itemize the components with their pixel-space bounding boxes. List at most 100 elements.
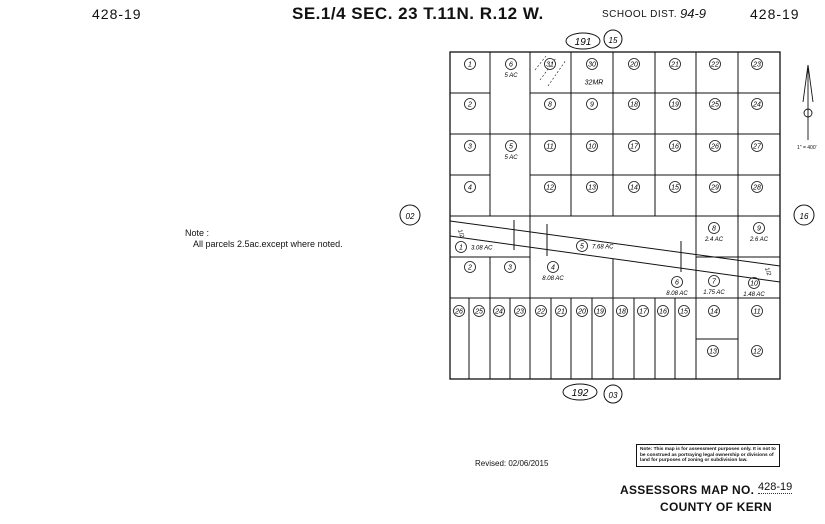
south-parcel-number[interactable]: 21 <box>556 309 565 316</box>
ref-right-circle <box>793 204 815 226</box>
north-parcel-number[interactable]: 21 <box>670 62 679 69</box>
book-ref-bottom-ellipse <box>562 383 598 401</box>
north-parcel-number[interactable]: 18 <box>630 102 638 109</box>
south-parcel-number[interactable]: 24 <box>494 309 503 316</box>
north-parcel-number[interactable]: 32MR <box>585 80 604 87</box>
south-parcel-number[interactable]: 3 <box>508 265 512 272</box>
north-parcel-number[interactable]: 29 <box>710 185 719 192</box>
south-parcel-number[interactable]: 20 <box>577 309 586 316</box>
north-parcel-number[interactable]: 4 <box>468 185 472 192</box>
south-parcel-number[interactable]: 14 <box>710 309 718 316</box>
south-parcel-number[interactable]: 23 <box>515 309 524 316</box>
south-parcel-number[interactable]: 17 <box>639 309 648 316</box>
north-parcel-circle <box>544 58 556 70</box>
south-parcel-number[interactable]: 11 <box>753 309 760 316</box>
south-parcel-number[interactable]: 12 <box>753 349 761 356</box>
school-district-number: 94-9 <box>680 6 707 21</box>
south-parcel-circle <box>753 222 765 234</box>
north-parcel-circle <box>464 58 476 70</box>
south-parcel-number[interactable]: 6 <box>675 280 679 287</box>
south-parcel-number[interactable]: 18 <box>618 309 626 316</box>
north-parcel-number[interactable]: 3 <box>468 144 472 151</box>
north-parcel-number[interactable]: 15 <box>671 185 679 192</box>
north-parcel-number[interactable]: 5 <box>509 144 513 151</box>
south-parcel-number[interactable]: 7 <box>712 279 717 286</box>
north-parcel-number[interactable]: 24 <box>752 102 761 109</box>
south-parcel-number[interactable]: 5 <box>580 244 584 251</box>
north-parcel-circle <box>669 98 681 110</box>
north-parcel-circle <box>464 181 476 193</box>
south-parcel-number[interactable]: 1 <box>459 245 463 252</box>
north-parcel-number[interactable]: 10 <box>588 144 596 151</box>
north-parcel-number[interactable]: 9 <box>590 102 594 109</box>
north-parcel-number[interactable]: 30 <box>588 62 596 69</box>
south-parcel-number[interactable]: 13 <box>709 349 717 356</box>
north-parcel-number[interactable]: 11 <box>546 144 553 151</box>
north-parcel-number[interactable]: 28 <box>752 185 761 192</box>
page-ref-bottom: 03 <box>609 391 618 400</box>
note-text: All parcels 2.5ac.except where noted. <box>193 239 343 249</box>
north-parcel-circle <box>628 181 640 193</box>
north-parcel-number[interactable]: 17 <box>630 144 639 151</box>
south-parcel-acreage: 7.68 AC <box>592 245 614 251</box>
north-parcel-number[interactable]: 6 <box>509 62 513 69</box>
south-parcel-acreage: 8.08 AC <box>542 276 564 282</box>
north-parcel-number[interactable]: 13 <box>588 185 596 192</box>
north-parcel-number[interactable]: 31 <box>546 62 554 69</box>
north-parcel-number[interactable]: 20 <box>629 62 638 69</box>
south-parcel-circle <box>535 305 547 317</box>
north-parcel-number[interactable]: 26 <box>710 144 719 151</box>
south-parcel-acreage: 2.4 AC <box>704 237 724 243</box>
north-parcel-number[interactable]: 8 <box>548 102 552 109</box>
north-parcel-number[interactable]: 27 <box>752 144 762 151</box>
south-parcel-circle <box>547 261 559 273</box>
north-parcel-acreage: 5 AC <box>504 155 518 161</box>
book-ref-top: 191 <box>575 37 592 48</box>
book-ref-top-ellipse <box>565 32 601 50</box>
south-parcel-number[interactable]: 22 <box>536 309 545 316</box>
page-ref-bottom-circle <box>603 384 623 404</box>
page-ref-top-circle <box>603 29 623 49</box>
north-parcel-number[interactable]: 1 <box>468 62 472 69</box>
ref-left: 02 <box>406 212 415 221</box>
north-parcel-number[interactable]: 14 <box>630 185 638 192</box>
south-parcel-number[interactable]: 19 <box>596 309 604 316</box>
south-parcel-number[interactable]: 26 <box>454 309 463 316</box>
north-parcel-circle <box>669 140 681 152</box>
south-parcel-circle <box>576 240 588 252</box>
map-code-right: 428-19 <box>750 6 800 22</box>
north-parcel-number[interactable]: 12 <box>546 185 554 192</box>
south-parcel-number[interactable]: 10 <box>750 281 758 288</box>
disclaimer-box: Note: This map is for assessment purpose… <box>636 444 780 468</box>
ref-left-circle <box>399 204 421 226</box>
south-parcel-circle <box>453 305 465 317</box>
north-parcel-circle <box>586 181 598 193</box>
north-parcel-number[interactable]: 22 <box>710 62 719 69</box>
north-parcel-number[interactable]: 19 <box>671 102 679 109</box>
north-parcel-number[interactable]: 2 <box>467 102 472 109</box>
south-parcel-number[interactable]: 8 <box>712 226 716 233</box>
south-parcel-number[interactable]: 15 <box>680 309 688 316</box>
north-parcel-circle <box>544 98 556 110</box>
south-parcel-number[interactable]: 16 <box>659 309 667 316</box>
north-parcel-circle <box>586 98 598 110</box>
south-parcel-circle <box>708 222 720 234</box>
south-parcel-acreage: 1.75 AC <box>703 290 725 296</box>
north-parcel-circle <box>628 98 640 110</box>
south-parcel-number[interactable]: 25 <box>474 309 483 316</box>
north-parcel-circle <box>628 140 640 152</box>
north-parcel-circle <box>586 58 598 70</box>
north-parcel-number[interactable]: 25 <box>710 102 719 109</box>
north-parcel-number[interactable]: 23 <box>752 62 761 69</box>
south-parcel-number[interactable]: 2 <box>467 265 472 272</box>
north-parcel-circle <box>709 58 721 70</box>
scale-label: 1" = 400' <box>797 145 817 151</box>
south-parcel-circle <box>707 345 719 357</box>
parcel-note: Note : All parcels 2.5ac.except where no… <box>185 228 343 250</box>
south-parcel-circle <box>678 305 690 317</box>
south-parcel-number[interactable]: 9 <box>757 226 761 233</box>
south-parcel-number[interactable]: 4 <box>551 265 555 272</box>
north-parcel-number[interactable]: 16 <box>671 144 679 151</box>
